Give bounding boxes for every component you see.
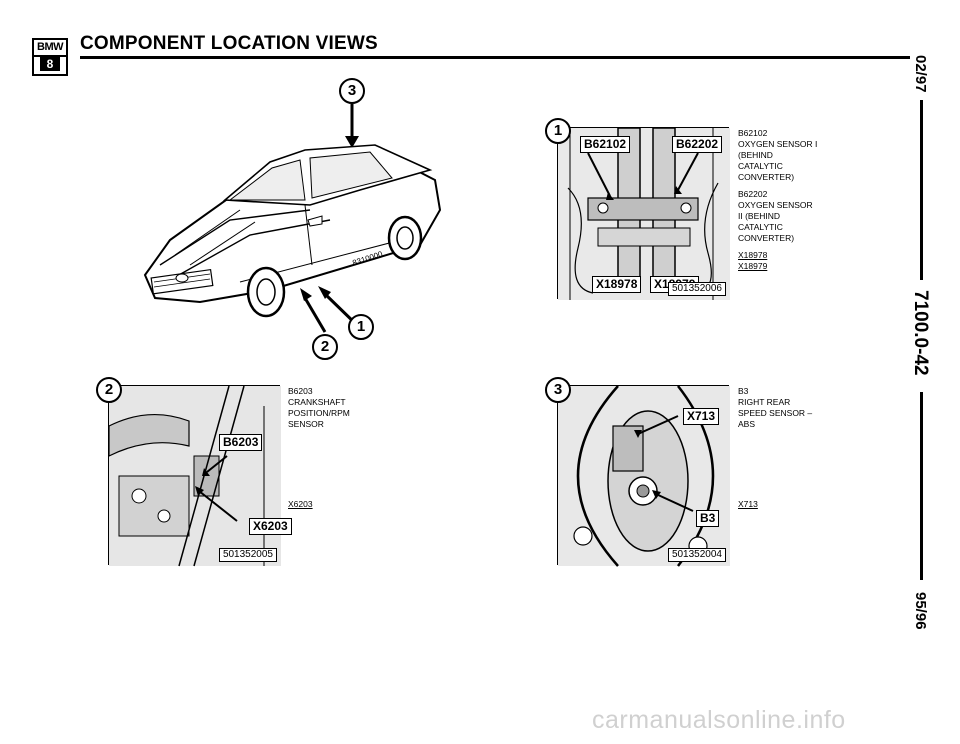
bottom-date: 95/96 <box>912 592 929 630</box>
callout-view-3: 3 <box>339 78 365 104</box>
legend-connector: X18978 <box>738 250 768 260</box>
legend-desc: SENSOR <box>288 419 324 429</box>
view1-label-x18978: X18978 <box>592 276 642 293</box>
legend-code: B62102 <box>738 128 768 138</box>
view1-figure-id: 501352006 <box>667 282 726 296</box>
view1-label-b62202: B62202 <box>672 136 723 153</box>
top-date: 02/97 <box>912 55 929 93</box>
legend-desc: CATALYTIC <box>738 222 783 232</box>
view3-label-x713: X713 <box>683 408 720 425</box>
page-code: 7100.0-42 <box>910 290 931 376</box>
view3-label-b3: B3 <box>696 510 720 527</box>
legend-code: B3 <box>738 386 749 396</box>
view2-label-b6203: B6203 <box>219 434 263 451</box>
side-rule-bottom <box>920 392 923 580</box>
view2-legend: B6203 CRANKSHAFT POSITION/RPM SENSOR <box>288 386 350 430</box>
legend-desc: OXYGEN SENSOR I <box>738 139 818 149</box>
legend-desc: SPEED SENSOR – <box>738 408 813 418</box>
view3-figure-id: 501352004 <box>667 548 726 562</box>
bmw-series-logo: BMW 8 <box>32 38 68 76</box>
view1-drawing <box>558 127 730 300</box>
car-drawing <box>143 104 442 333</box>
view1-label-b62102: B62102 <box>580 136 631 153</box>
view2-number: 2 <box>96 377 122 403</box>
header-rule <box>80 56 910 59</box>
page-title: COMPONENT LOCATION VIEWS <box>80 33 378 54</box>
view2-photo-panel: B6203 X6203 501352005 <box>108 385 292 567</box>
legend-desc: II (BEHIND <box>738 211 781 221</box>
legend-connector: X18979 <box>738 261 768 271</box>
legend-desc: CONVERTER) <box>738 233 795 243</box>
view3-number: 3 <box>545 377 571 403</box>
callout-view-2: 2 <box>312 334 338 360</box>
callout-view-1: 1 <box>348 314 374 340</box>
view2-label-x6203: X6203 <box>249 518 292 535</box>
legend-desc: (BEHIND <box>738 150 773 160</box>
car-overview-illustration: 3 1 2 8310000 <box>130 70 450 360</box>
view3-legend-connector: X713 <box>738 499 758 509</box>
legend-desc: RIGHT REAR <box>738 397 791 407</box>
legend-desc: POSITION/RPM <box>288 408 350 418</box>
legend-desc: CRANKSHAFT <box>288 397 346 407</box>
legend-code: B6203 <box>288 386 313 396</box>
legend-desc: CONVERTER) <box>738 172 795 182</box>
legend-desc: OXYGEN SENSOR <box>738 200 813 210</box>
view1-photo-panel: B62102 B62202 X18978 X18979 501352006 <box>557 127 730 300</box>
view2-drawing <box>108 385 281 567</box>
legend-desc: ABS <box>738 419 756 429</box>
view3-legend: B3 RIGHT REAR SPEED SENSOR – ABS <box>738 386 812 430</box>
watermark: carmanualsonline.info <box>592 706 846 734</box>
side-rule-top <box>920 100 923 280</box>
view1-number: 1 <box>545 118 571 144</box>
logo-brand: BMW <box>34 40 66 57</box>
view2-legend-connector: X6203 <box>288 499 313 509</box>
view2-figure-id: 501352005 <box>218 548 277 562</box>
legend-desc: CATALYTIC <box>738 161 783 171</box>
legend-code: B62202 <box>738 189 768 199</box>
logo-series: 8 <box>40 57 60 71</box>
view1-legend: B62102 OXYGEN SENSOR I (BEHIND CATALYTIC… <box>738 128 817 272</box>
view3-photo-panel: X713 B3 501352004 <box>557 385 730 567</box>
